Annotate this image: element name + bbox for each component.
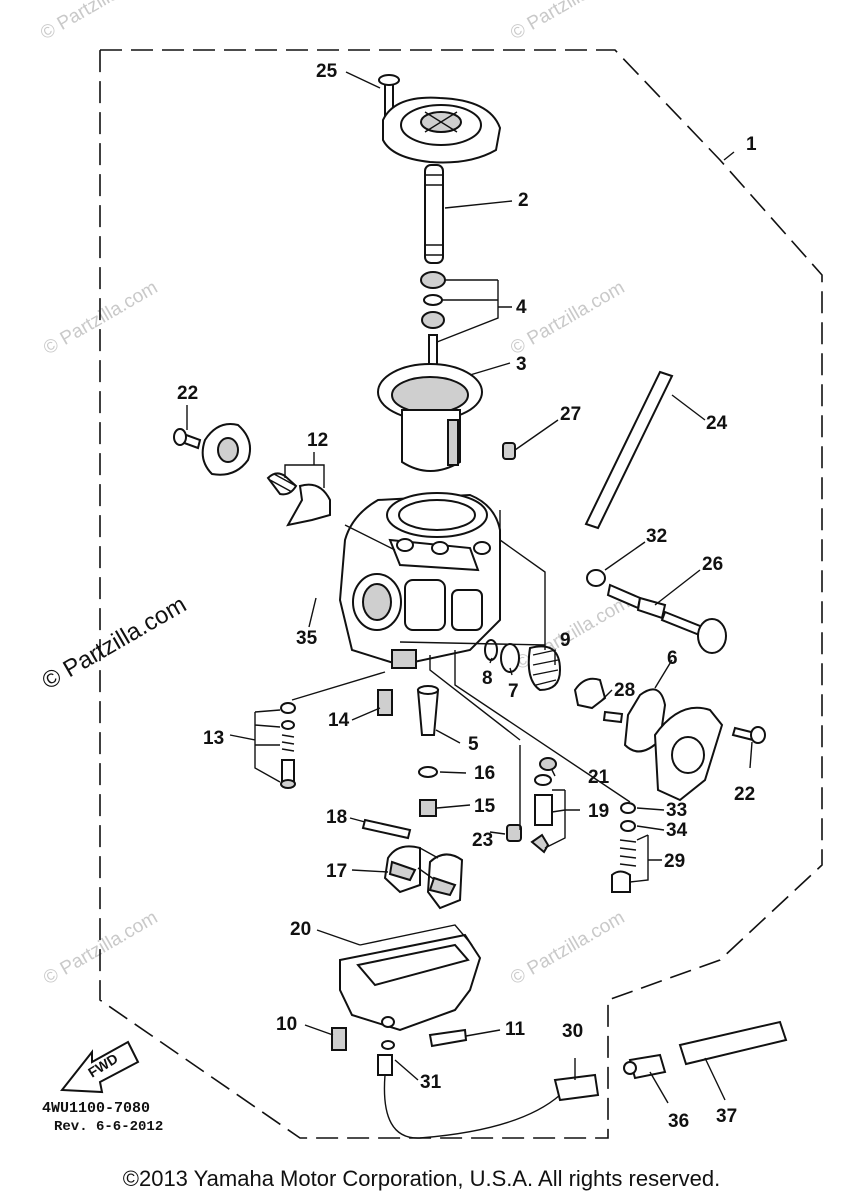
callout-36: 36 [668, 1111, 689, 1132]
right-cover-assembly [653, 706, 766, 802]
diaphragm-piston-part-3 [377, 363, 483, 472]
watermark-4: © Partzilla.com [507, 277, 628, 359]
callout-6: 6 [667, 648, 678, 669]
leader-lines [186, 71, 753, 1104]
main-jet-stack [416, 685, 440, 817]
callout-5: 5 [468, 734, 479, 755]
callout-10: 10 [276, 1014, 297, 1035]
spring-part-2 [424, 164, 444, 264]
callout-21: 21 [588, 767, 610, 788]
callout-26: 26 [702, 554, 723, 575]
callout-7: 7 [508, 681, 519, 702]
callout-20: 20 [290, 919, 311, 940]
callout-32: 32 [646, 526, 667, 547]
callout-4: 4 [516, 297, 527, 318]
watermark-6: © Partzilla.com [507, 907, 628, 989]
callout-1: 1 [746, 134, 757, 155]
callout-22-right: 22 [734, 784, 755, 805]
copyright-notice: ©2013 Yamaha Motor Corporation, U.S.A. A… [122, 1166, 721, 1191]
callout-15: 15 [474, 796, 496, 817]
revision-date: Rev. 6-6-2012 [54, 1119, 163, 1135]
watermark-1: © Partzilla.com [37, 0, 158, 44]
float-bowl-part-20 [339, 924, 482, 1032]
callout-12: 12 [307, 430, 328, 451]
callout-34: 34 [666, 820, 688, 841]
jet-part-14 [377, 689, 393, 716]
side-parts [484, 639, 667, 753]
jet-part-27 [502, 442, 516, 460]
idle-screw-assembly [611, 802, 637, 893]
callout-24: 24 [706, 413, 728, 434]
callout-16: 16 [474, 763, 495, 784]
pilot-screw-part-13 [280, 702, 296, 789]
callout-25: 25 [316, 61, 338, 82]
callout-30: 30 [562, 1021, 583, 1042]
watermark-main: © Partzilla.com [38, 591, 192, 695]
callout-29: 29 [664, 851, 685, 872]
callout-17: 17 [326, 861, 347, 882]
watermark-2: © Partzilla.com [507, 0, 628, 44]
callout-35: 35 [296, 628, 318, 649]
fwd-arrow-icon: FWD [60, 1040, 140, 1094]
callout-13: 13 [203, 728, 224, 749]
callout-11: 11 [505, 1019, 526, 1040]
diagram-code: 4WU1100-7080 [42, 1100, 150, 1117]
needle-valve-assembly [506, 757, 557, 854]
adjuster-assembly-part-26 [586, 569, 727, 654]
callout-27: 27 [560, 404, 581, 425]
callout-3: 3 [516, 354, 527, 375]
callout-23: 23 [472, 830, 493, 851]
callout-28: 28 [614, 680, 635, 701]
callout-9: 9 [560, 630, 571, 651]
callout-14: 14 [328, 710, 350, 731]
carburetor-body [338, 492, 501, 669]
callout-8: 8 [482, 668, 493, 689]
float-assembly [361, 818, 464, 910]
callout-18: 18 [326, 807, 347, 828]
callout-37: 37 [716, 1106, 737, 1127]
assembly-outline [99, 49, 823, 1139]
top-cover-assembly [378, 74, 502, 164]
callout-22-left: 22 [177, 383, 198, 404]
callout-19: 19 [588, 801, 609, 822]
rod-part-24 [584, 370, 674, 530]
left-cover-assembly [173, 423, 331, 527]
hose-fitting-parts [623, 1020, 788, 1080]
callout-31: 31 [420, 1072, 442, 1093]
callout-2: 2 [518, 190, 529, 211]
drain-and-hose [331, 1027, 600, 1139]
callout-labels: 25 2 4 3 1 24 22 12 27 32 26 35 9 6 8 7 … [177, 61, 757, 1132]
callout-33: 33 [666, 800, 687, 821]
